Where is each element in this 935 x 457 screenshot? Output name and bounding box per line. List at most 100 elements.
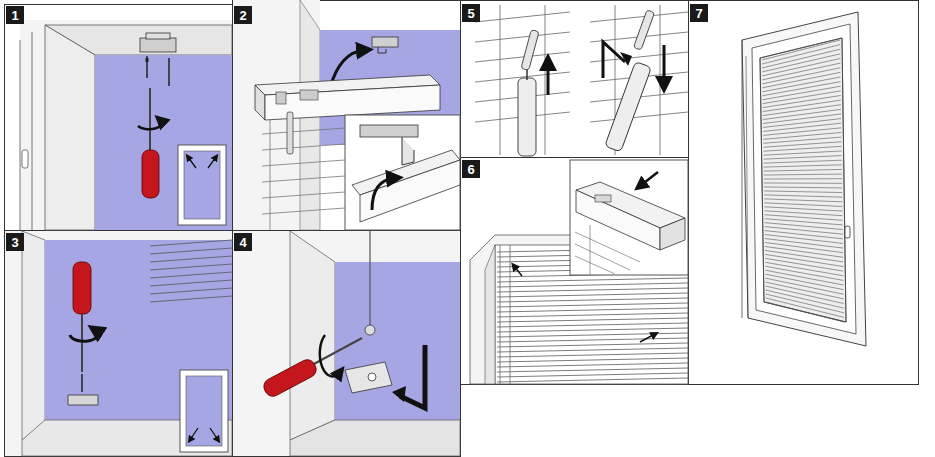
blind-slat: [765, 242, 843, 252]
step-badge: 2: [234, 6, 252, 24]
blind-slat: [497, 283, 688, 287]
blind-slat: [764, 199, 842, 202]
blind-slat: [497, 343, 688, 347]
drawing-polygon: [290, 420, 460, 456]
drawing-rect: [287, 112, 293, 154]
drawing-rect: [233, 231, 460, 456]
drawing-polygon: [392, 386, 406, 402]
blind-slat: [762, 72, 840, 87]
drawing-line: [590, 225, 591, 275]
blind-slat: [497, 333, 688, 337]
blind-slat: [497, 358, 688, 362]
drawing-line: [262, 176, 345, 182]
blind-slat: [766, 298, 844, 317]
drawing-line: [746, 56, 748, 318]
drawing-line: [475, 12, 570, 22]
step-badge: 3: [6, 233, 24, 251]
drawing-polygon: [742, 12, 866, 346]
drawing-line: [640, 334, 655, 342]
step-number: 7: [695, 7, 702, 20]
drawing-line: [547, 62, 550, 95]
blind-slat: [764, 178, 842, 179]
drawing-g: [261, 357, 319, 399]
blind-slat: [766, 282, 844, 299]
drawing-g: [262, 120, 345, 230]
blind-slat: [766, 278, 844, 294]
drawing-polygon: [290, 231, 335, 440]
drawing-path: [372, 178, 395, 210]
drawing-rect: [461, 158, 689, 385]
blind-slat: [497, 293, 688, 297]
blind-slat: [497, 278, 688, 282]
drawing-line: [150, 240, 232, 246]
step2-illustration: [233, 0, 460, 230]
blind-slat: [765, 270, 843, 285]
step6-illustration: [470, 160, 688, 384]
blind-slat: [764, 207, 842, 211]
drawing-rect: [360, 125, 418, 137]
drawing-rect: [142, 150, 159, 198]
drawing-polygon: [760, 38, 846, 322]
drawing-line: [475, 32, 570, 42]
step3-illustration: [5, 231, 232, 456]
drawing-polygon: [360, 160, 460, 222]
step-badge: 6: [462, 160, 480, 178]
drawing-line: [663, 45, 666, 85]
blind-slat: [764, 195, 842, 197]
drawing-line: [545, 5, 546, 155]
drawing-rect: [335, 262, 460, 420]
drawing-line: [742, 40, 743, 318]
drawing-line: [190, 428, 198, 440]
step-number: 3: [11, 236, 18, 249]
drawing-line: [150, 272, 232, 278]
drawing-polygon: [45, 25, 95, 230]
blind-slat: [765, 227, 843, 235]
drawing-g: [150, 240, 232, 302]
drawing-line: [20, 40, 21, 230]
blind-slat: [764, 156, 842, 160]
drawing-line: [640, 172, 658, 186]
blind-slat: [764, 191, 842, 193]
drawing-line: [188, 157, 196, 168]
blind-slat: [764, 165, 842, 167]
blind-slat: [497, 363, 688, 367]
blind-slat: [766, 274, 844, 289]
blind-slat: [762, 54, 840, 72]
blind-slat: [497, 368, 688, 372]
blind-slat: [497, 313, 688, 317]
drawing-rect: [140, 38, 176, 52]
blind-slat: [764, 203, 842, 207]
blind-slat: [765, 235, 843, 244]
step-number: 2: [239, 9, 246, 22]
blind-slat: [762, 49, 840, 68]
blind-slat: [763, 142, 841, 148]
blind-slat: [763, 105, 841, 116]
step1-illustration: [20, 20, 232, 230]
drawing-rect: [233, 1, 461, 231]
step-number: 6: [467, 163, 474, 176]
drawing-rect: [372, 37, 398, 47]
drawing-line: [262, 208, 345, 214]
blind-slat: [497, 338, 688, 342]
drawing-polygon: [485, 245, 495, 384]
drawing-line: [575, 244, 630, 270]
blind-slat: [497, 328, 688, 332]
drawing-path: [70, 330, 98, 341]
drawing-rect: [605, 62, 652, 152]
drawing-line: [590, 112, 688, 122]
drawing-rect: [186, 376, 222, 446]
drawing-line: [150, 296, 232, 302]
drawing-rect: [95, 55, 232, 230]
step-number: 1: [11, 9, 18, 22]
drawing-rect: [518, 78, 536, 156]
blind-slat: [497, 308, 688, 312]
blind-slat: [497, 378, 688, 382]
drawing-line: [262, 160, 345, 166]
drawing-line: [150, 288, 232, 294]
drawing-rect: [233, 231, 461, 457]
blind-slat: [763, 82, 841, 96]
drawing-line: [150, 280, 232, 286]
blind-slat: [497, 348, 688, 352]
drawing-rect: [5, 5, 233, 231]
